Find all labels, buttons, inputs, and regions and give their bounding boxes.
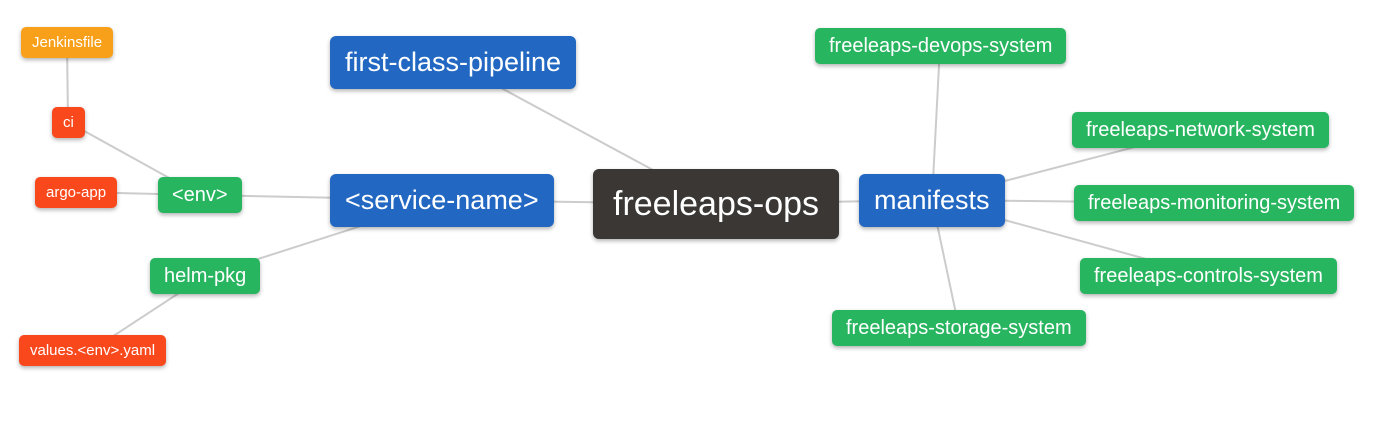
mindmap-node-ci[interactable]: ci xyxy=(52,107,85,138)
mindmap-node-first-class-pipeline[interactable]: first-class-pipeline xyxy=(330,36,577,89)
mindmap-node-controls-system[interactable]: freeleaps-controls-system xyxy=(1080,258,1337,294)
mindmap-node-helm-pkg[interactable]: helm-pkg xyxy=(150,258,261,294)
mindmap-node-monitoring-system[interactable]: freeleaps-monitoring-system xyxy=(1074,185,1355,221)
mindmap-node-service-name[interactable]: <service-name> xyxy=(330,174,554,227)
mindmap-node-devops-system[interactable]: freeleaps-devops-system xyxy=(815,28,1067,64)
mindmap-node-manifests[interactable]: manifests xyxy=(859,174,1005,227)
mindmap-node-storage-system[interactable]: freeleaps-storage-system xyxy=(832,310,1086,346)
mindmap-node-freeleaps-ops[interactable]: freeleaps-ops xyxy=(593,169,840,239)
mindmap-node-values-env-yaml[interactable]: values.<env>.yaml xyxy=(19,335,167,366)
mindmap-node-jenkinsfile[interactable]: Jenkinsfile xyxy=(21,27,114,58)
mindmap-node-network-system[interactable]: freeleaps-network-system xyxy=(1072,112,1329,148)
mindmap-node-env[interactable]: <env> xyxy=(158,177,242,213)
mindmap-node-argo-app[interactable]: argo-app xyxy=(35,177,118,208)
